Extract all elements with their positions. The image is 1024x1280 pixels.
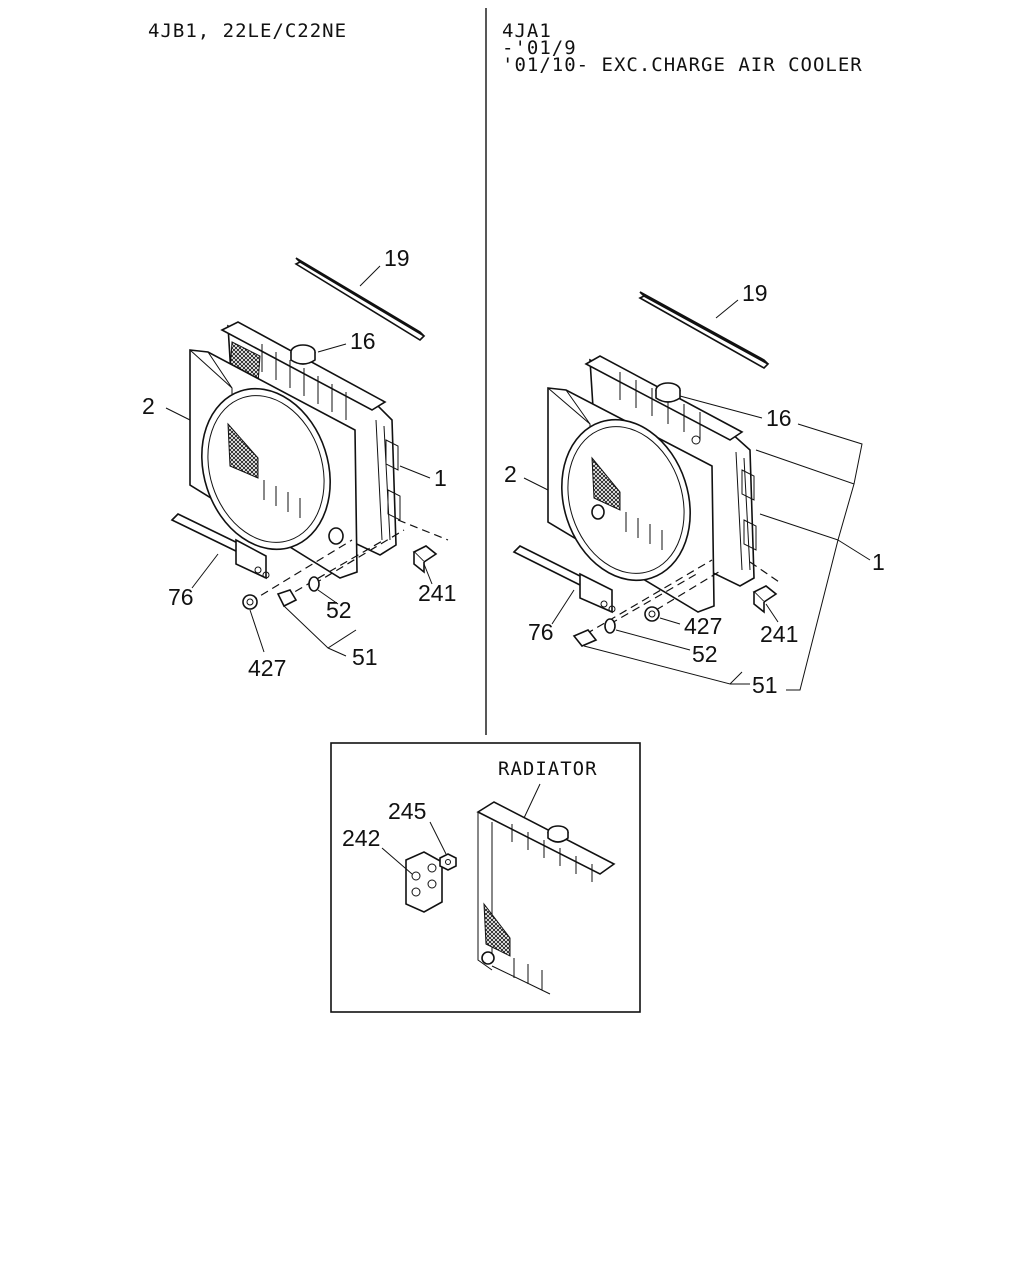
right-drain-51-part <box>572 629 598 647</box>
left-drain-51-part <box>276 589 298 608</box>
left-shroud-part <box>189 349 358 579</box>
left-label-51: 51 <box>352 644 378 670</box>
right-label-51: 51 <box>752 672 778 698</box>
left-label-427: 427 <box>248 655 286 681</box>
right-label-19: 19 <box>742 280 768 306</box>
inset-label-245: 245 <box>388 798 426 824</box>
inset-title: RADIATOR <box>498 758 598 780</box>
left-variant-header: 4JB1, 22LE/C22NE <box>148 20 347 42</box>
left-label-19: 19 <box>384 245 410 271</box>
right-label-427: 427 <box>684 613 722 639</box>
inset-label-242: 242 <box>342 825 380 851</box>
left-washer-52-part <box>308 576 320 592</box>
right-label-52: 52 <box>692 641 718 667</box>
left-hose-part <box>170 513 270 580</box>
left-cap-part <box>290 344 316 365</box>
right-variant-header-line1: 4JA1 <box>502 20 552 42</box>
right-label-241: 241 <box>760 621 798 647</box>
left-label-2: 2 <box>142 393 155 419</box>
right-variant-header-line3: '01/10- EXC.CHARGE AIR COOLER <box>502 54 863 76</box>
left-label-76: 76 <box>168 584 194 610</box>
right-shroud-part <box>547 387 715 613</box>
inset-radiator-part <box>476 801 616 995</box>
right-bolt-241-part <box>752 585 778 614</box>
right-hose-part <box>512 545 616 614</box>
inset-bracket-242-part <box>405 851 443 913</box>
right-variant-header-line2: -'01/9 <box>502 37 577 59</box>
right-label-1: 1 <box>872 549 885 575</box>
right-seal-strip-part <box>638 291 770 369</box>
inset-nut-245-part <box>439 853 457 871</box>
right-bolt-427-part <box>644 606 660 622</box>
right-washer-52-part <box>604 618 616 634</box>
left-label-1: 1 <box>434 465 447 491</box>
left-bolt-427-part <box>242 594 258 610</box>
left-label-241: 241 <box>418 580 456 606</box>
right-label-2: 2 <box>504 461 517 487</box>
left-label-52: 52 <box>326 597 352 623</box>
left-label-16: 16 <box>350 328 376 354</box>
right-label-76: 76 <box>528 619 554 645</box>
radiator-detail-inset: RADIATOR 245 242 <box>330 742 641 1013</box>
left-assembly: 19 16 2 1 76 241 52 427 51 <box>142 245 456 681</box>
right-assembly: 19 16 2 1 76 427 241 52 51 <box>504 280 885 698</box>
right-label-16: 16 <box>766 405 792 431</box>
left-seal-strip-part <box>294 257 426 342</box>
left-bolt-241-part <box>412 545 438 574</box>
right-cap-part <box>655 382 681 403</box>
